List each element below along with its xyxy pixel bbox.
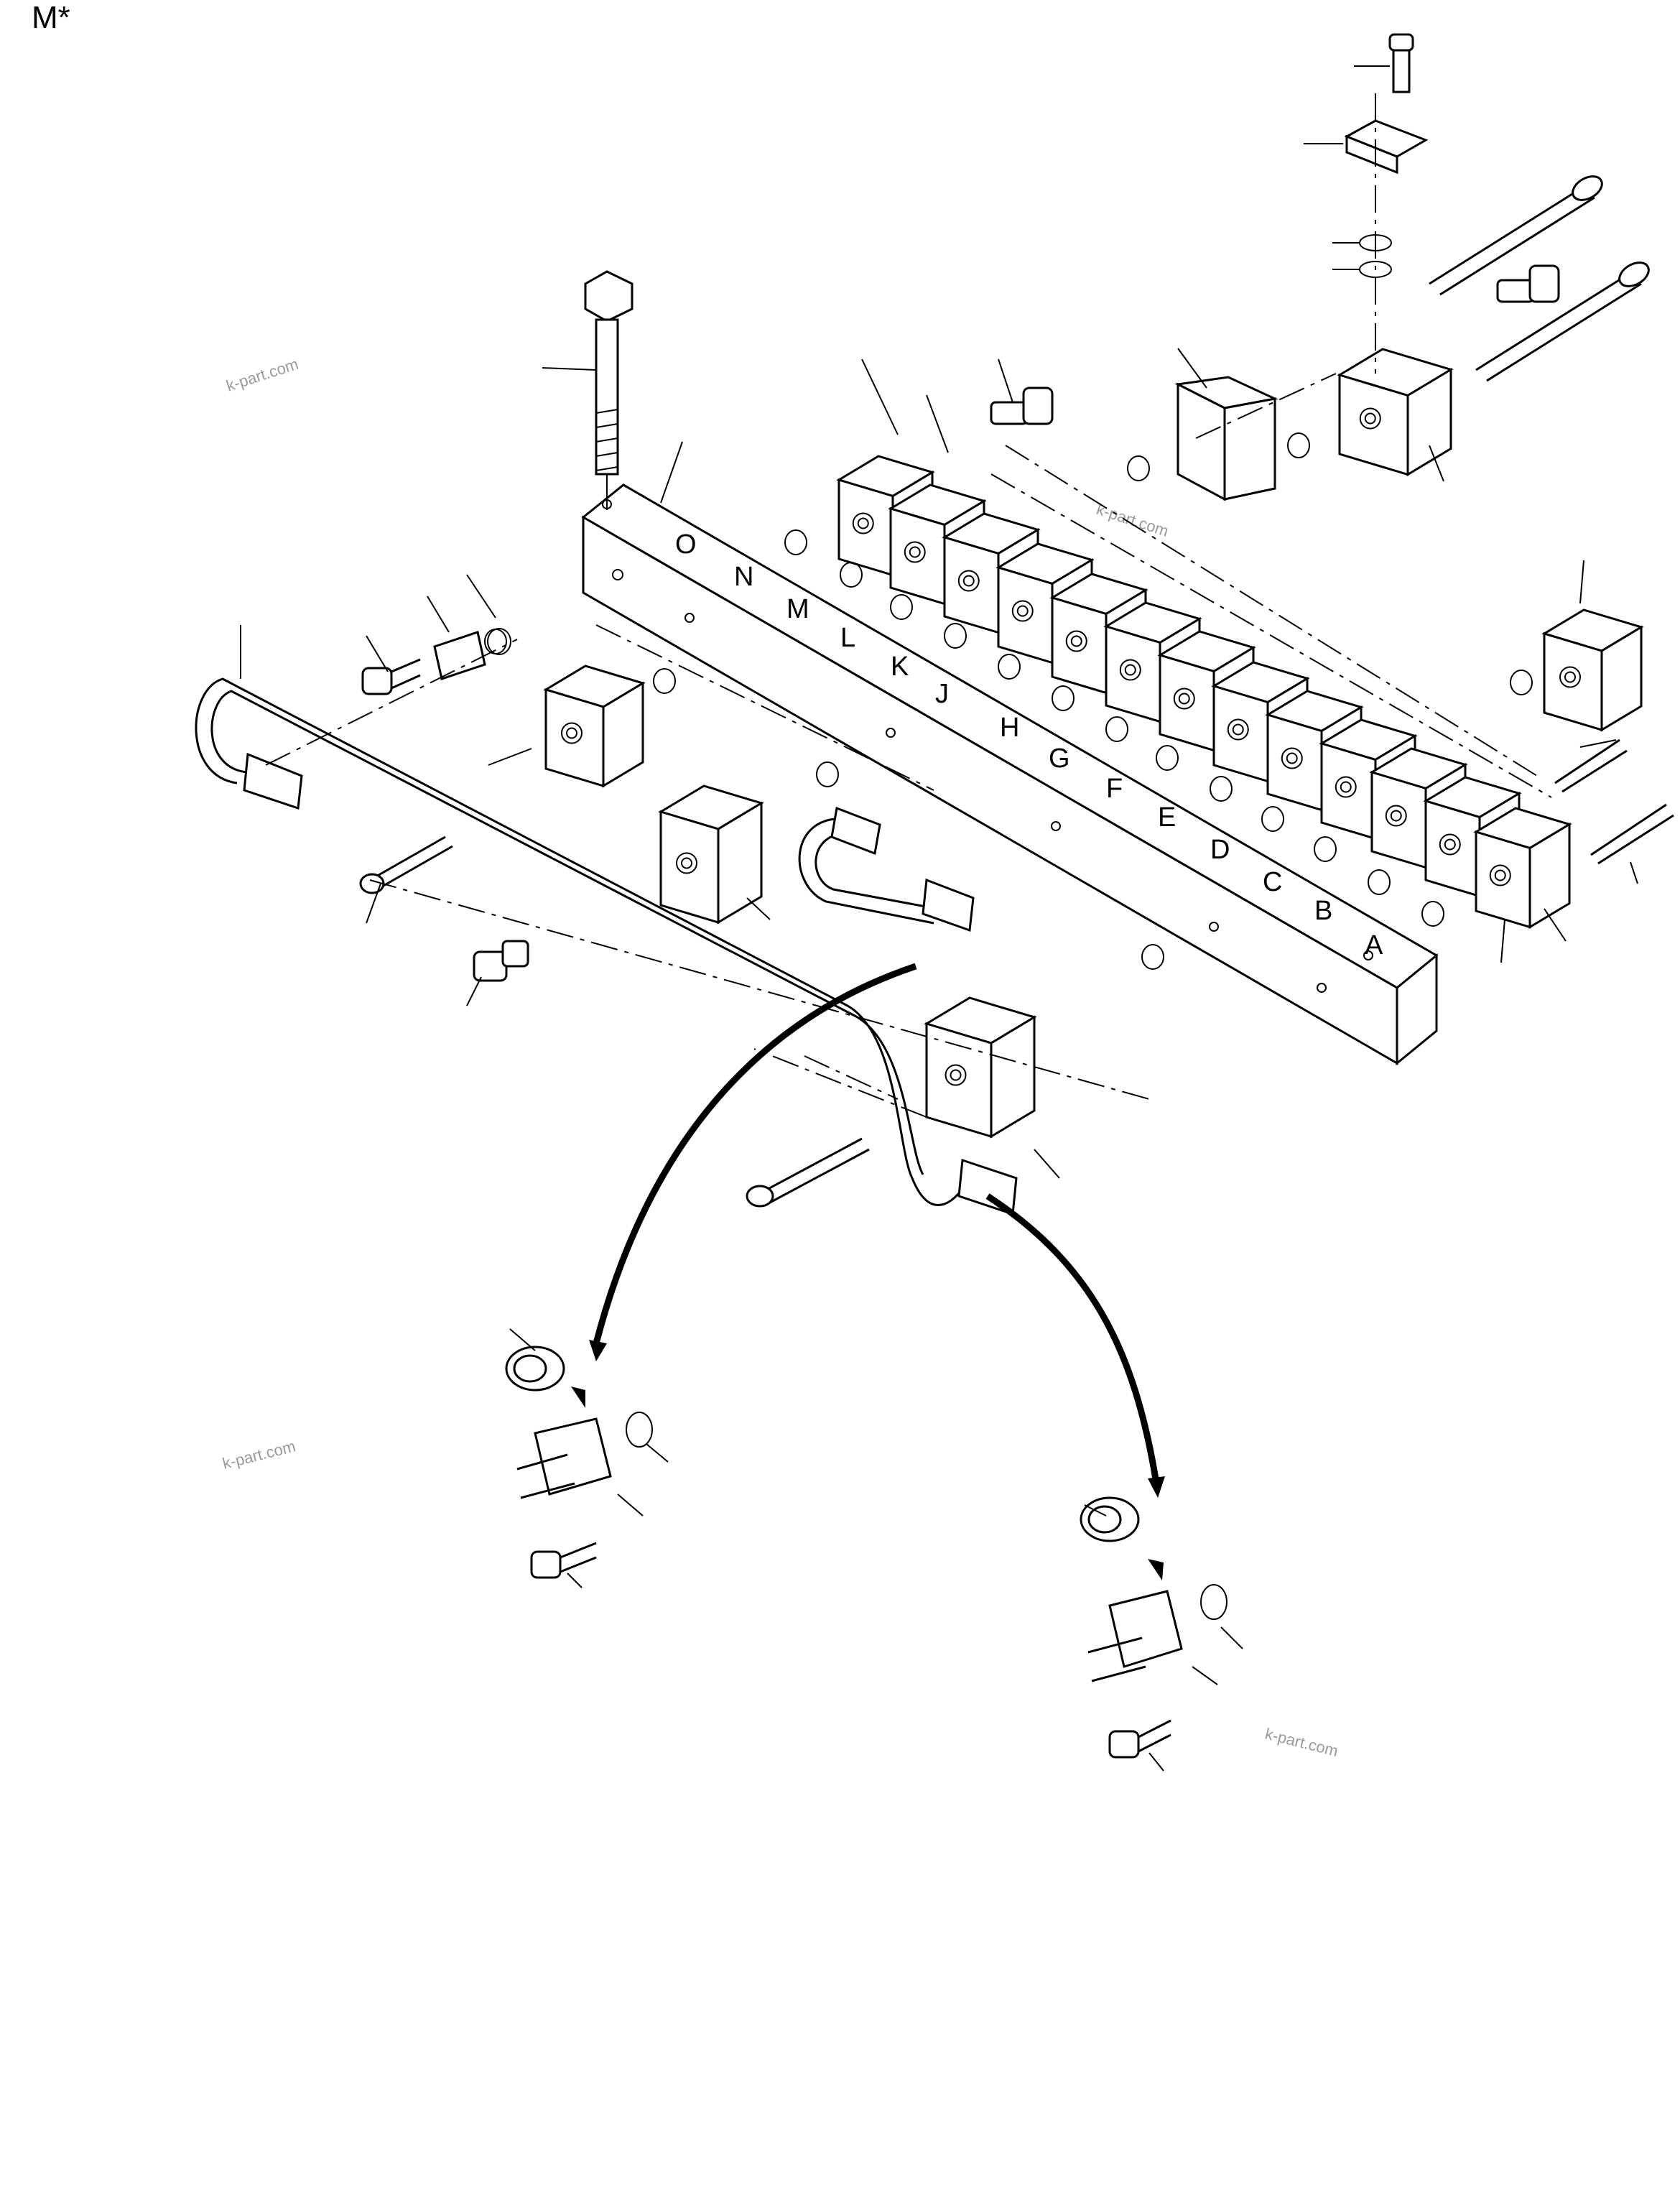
- valve-position-label: M: [786, 594, 809, 624]
- tie-rods: [359, 175, 1674, 1208]
- manifold-block: [581, 483, 1439, 1066]
- valve-cube: [1541, 608, 1644, 732]
- o-ring: [944, 623, 967, 649]
- leader-line: [1630, 861, 1638, 884]
- solenoid-valve-cubes: [543, 348, 1644, 1139]
- leader-lines: [366, 348, 1638, 1772]
- valve-cube: [1473, 807, 1572, 930]
- o-ring: [816, 761, 839, 787]
- valve-section: [1174, 376, 1278, 501]
- detail-fitting-b: [1080, 1496, 1227, 1759]
- o-ring: [1510, 670, 1533, 695]
- valve-cube: [1337, 348, 1454, 477]
- leader-line: [1148, 1752, 1164, 1772]
- leader-line: [1192, 1666, 1218, 1685]
- valve-position-label: O: [675, 529, 697, 560]
- o-ring: [1261, 806, 1284, 832]
- valve-position-label: N: [734, 562, 753, 592]
- leader-line: [366, 635, 389, 672]
- leader-line: [567, 1573, 583, 1588]
- o-ring: [1210, 776, 1233, 802]
- leader-line: [746, 897, 771, 920]
- valve-position-label: L: [840, 623, 855, 653]
- leader-line: [1500, 919, 1505, 963]
- leader-line: [861, 358, 899, 435]
- assembly-line: [753, 1048, 927, 1118]
- watermark: k-part.com: [224, 355, 301, 395]
- leader-line: [1034, 1149, 1060, 1179]
- valve-position-label: J: [935, 679, 949, 709]
- o-ring: [1368, 869, 1391, 895]
- leader-line: [366, 883, 381, 924]
- leader-line: [427, 596, 450, 633]
- o-ring: [653, 668, 676, 694]
- o-ring: [890, 594, 913, 620]
- leader-line: [1177, 348, 1207, 389]
- leader-line: [998, 358, 1013, 403]
- leader-line: [1429, 445, 1444, 482]
- leader-line: [488, 748, 532, 766]
- leader-line: [617, 1494, 644, 1517]
- watermark: k-part.com: [1263, 1725, 1340, 1760]
- assembly-line: [1195, 373, 1337, 439]
- valve-position-label: F: [1106, 774, 1123, 804]
- assembly-line: [595, 624, 934, 791]
- o-ring: [784, 529, 807, 555]
- valve-cube: [924, 996, 1037, 1139]
- valve-position-labels: O N M L K J H G F E D C B A: [675, 529, 1383, 960]
- o-ring: [1314, 836, 1337, 862]
- o-ring: [1105, 716, 1128, 742]
- valve-cube: [658, 784, 764, 925]
- page-mark: M*: [32, 0, 70, 35]
- assembly-line: [265, 639, 518, 766]
- leader-line: [646, 1443, 669, 1463]
- hex-bolt: [542, 270, 634, 510]
- o-ring: [1421, 901, 1444, 927]
- valve-position-label: C: [1263, 867, 1282, 897]
- leader-line: [1084, 1504, 1107, 1517]
- leader-line: [509, 1328, 536, 1351]
- valve-position-label: G: [1049, 744, 1070, 774]
- leader-line: [1579, 560, 1584, 604]
- o-ring: [1156, 745, 1179, 771]
- valve-position-label: K: [891, 652, 909, 682]
- flange-left: [361, 628, 511, 695]
- detail-callout-arrows: [589, 963, 1165, 1498]
- leader-line: [1220, 1626, 1243, 1649]
- watermark: k-part.com: [221, 1437, 297, 1472]
- watermark: k-part.com: [1094, 500, 1171, 540]
- valve-cube: [543, 665, 646, 788]
- leader-line: [926, 394, 949, 453]
- o-ring: [840, 562, 863, 588]
- assembly-line: [369, 879, 1150, 1100]
- valve-position-label: D: [1210, 835, 1230, 865]
- assembly-line: [804, 1055, 899, 1100]
- leader-line: [466, 976, 482, 1006]
- valve-cube: [1157, 630, 1256, 753]
- leader-line: [1579, 739, 1617, 748]
- pressure-sensors: [473, 264, 1560, 982]
- detail-fitting-a: [505, 1346, 653, 1579]
- leader-line: [1544, 908, 1567, 942]
- assembly-line: [1005, 445, 1538, 777]
- o-ring: [1141, 944, 1164, 970]
- top-stack: [1304, 33, 1429, 374]
- assembly-lines: [265, 373, 1552, 1118]
- o-ring: [1127, 455, 1150, 481]
- pipe-assembly: [195, 625, 1018, 1216]
- valve-position-label: H: [1000, 713, 1019, 743]
- o-ring: [1052, 685, 1075, 711]
- leader-line: [466, 574, 496, 619]
- valve-position-label: A: [1365, 930, 1383, 960]
- assembly-line: [990, 473, 1552, 798]
- u-pipe: [798, 806, 975, 932]
- o-ring: [1287, 432, 1310, 458]
- o-ring: [998, 654, 1021, 680]
- valve-position-label: B: [1314, 896, 1332, 926]
- leader-line: [660, 441, 683, 504]
- valve-position-label: E: [1158, 802, 1176, 833]
